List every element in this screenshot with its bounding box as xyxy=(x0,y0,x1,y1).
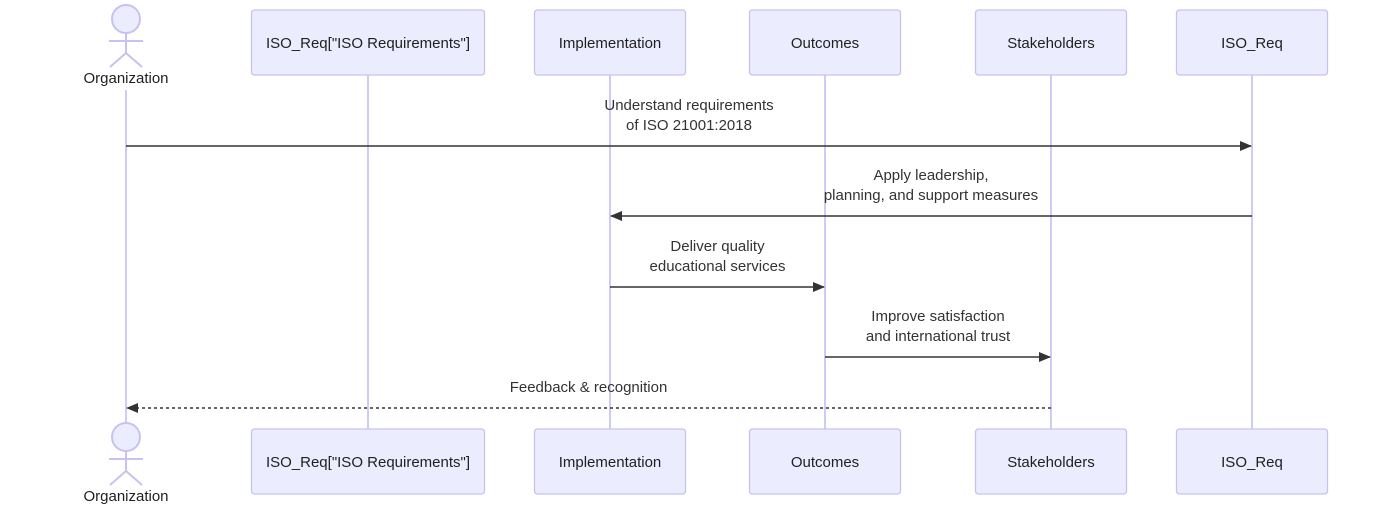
participant-label: Stakeholders xyxy=(1007,35,1095,52)
participant-top-stakeholders[interactable]: Stakeholders xyxy=(974,9,1128,76)
participant-bottom-implementation[interactable]: Implementation xyxy=(533,428,687,495)
participant-box xyxy=(748,428,902,495)
participant-box xyxy=(533,428,687,495)
participant-box xyxy=(533,9,687,76)
participant-label: Outcomes xyxy=(791,454,859,471)
participant-bottom-iso_req[interactable]: ISO_Req xyxy=(1175,428,1329,495)
participant-box xyxy=(748,9,902,76)
participant-top-implementation[interactable]: Implementation xyxy=(533,9,687,76)
participant-top-iso_req[interactable]: ISO_Req xyxy=(1175,9,1329,76)
participant-label: ISO_Req xyxy=(1221,454,1283,471)
actor-head-icon xyxy=(111,422,141,452)
participant-box xyxy=(1175,9,1329,76)
message-label: Apply leadership, xyxy=(873,167,988,184)
message-label: of ISO 21001:2018 xyxy=(626,117,752,134)
participant-label: ISO_Req xyxy=(1221,35,1283,52)
participant-top-iso_req_full[interactable]: ISO_Req["ISO Requirements"] xyxy=(250,9,486,76)
participant-label: Stakeholders xyxy=(1007,454,1095,471)
message-label: educational services xyxy=(650,258,786,275)
participant-label: Outcomes xyxy=(791,35,859,52)
actor-leg-icon xyxy=(109,52,127,68)
participant-box xyxy=(974,9,1128,76)
participant-label: Implementation xyxy=(559,454,662,471)
participant-label: Organization xyxy=(83,488,168,505)
participant-bottom-stakeholders[interactable]: Stakeholders xyxy=(974,428,1128,495)
message-1: Understand requirements of ISO 21001:2018 xyxy=(126,97,1252,151)
participant-box xyxy=(250,9,486,76)
actor-leg-icon xyxy=(109,470,127,486)
participant-box xyxy=(1175,428,1329,495)
participant-label: ISO_Req["ISO Requirements"] xyxy=(266,454,470,471)
message-label: Understand requirements xyxy=(604,97,773,114)
message-label: and international trust xyxy=(866,328,1011,345)
participant-top-outcomes[interactable]: Outcomes xyxy=(748,9,902,76)
message-2: Apply leadership, planning, and support m… xyxy=(610,167,1252,221)
participant-label: ISO_Req["ISO Requirements"] xyxy=(266,35,470,52)
actor-leg-icon xyxy=(125,470,143,486)
message-label: planning, and support measures xyxy=(824,187,1038,204)
participant-label: Organization xyxy=(83,70,168,87)
actor-head-icon xyxy=(111,4,141,34)
participant-bottom-organization[interactable]: Organization xyxy=(83,422,169,505)
participant-box xyxy=(974,428,1128,495)
message-4: Improve satisfaction and international tr… xyxy=(825,308,1051,362)
participant-label: Implementation xyxy=(559,35,662,52)
participant-box xyxy=(250,428,486,495)
participant-bottom-iso_req_full[interactable]: ISO_Req["ISO Requirements"] xyxy=(250,428,486,495)
actor-leg-icon xyxy=(125,52,143,68)
message-5: Feedback & recognition xyxy=(126,379,1051,413)
message-label: Deliver quality xyxy=(670,238,765,255)
participant-top-organization[interactable]: Organization xyxy=(83,4,169,87)
participant-bottom-outcomes[interactable]: Outcomes xyxy=(748,428,902,495)
message-3: Deliver quality educational services xyxy=(610,238,825,292)
message-label: Feedback & recognition xyxy=(510,379,668,396)
message-label: Improve satisfaction xyxy=(871,308,1004,325)
